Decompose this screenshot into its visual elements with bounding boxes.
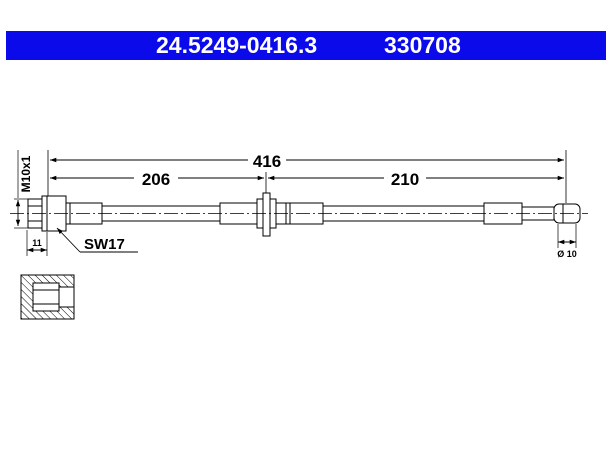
thread-dimension: M10x1 — [14, 150, 33, 229]
section-bore-small — [58, 286, 75, 308]
section-bore — [32, 282, 60, 312]
reference-number: 330708 — [384, 32, 461, 58]
overall-length-label: 416 — [253, 152, 281, 171]
left-segment-label: 206 — [142, 170, 170, 189]
end-diameter-label: Ø 10 — [557, 249, 577, 259]
part-number: 24.5249-0416.3 — [156, 32, 318, 58]
title-bar: 24.5249-0416.3 330708 — [6, 31, 606, 60]
right-segment-label: 210 — [391, 170, 419, 189]
wrench-size-callout: SW17 — [56, 227, 138, 253]
wrench-leader-line — [56, 227, 81, 253]
thread-length-label: 11 — [32, 238, 42, 248]
thread-length-dimension: 11 — [26, 230, 48, 256]
thread-size-label: M10x1 — [19, 155, 33, 192]
end-diameter-dimension: Ø 10 — [557, 224, 577, 259]
brake-hose — [27, 192, 581, 237]
segment-dimensions: 206 210 — [50, 170, 564, 200]
overall-length-dimension: 416 — [47, 150, 567, 203]
bracket-plate — [262, 192, 271, 237]
wrench-size-label: SW17 — [84, 236, 125, 253]
section-detail — [20, 274, 75, 320]
